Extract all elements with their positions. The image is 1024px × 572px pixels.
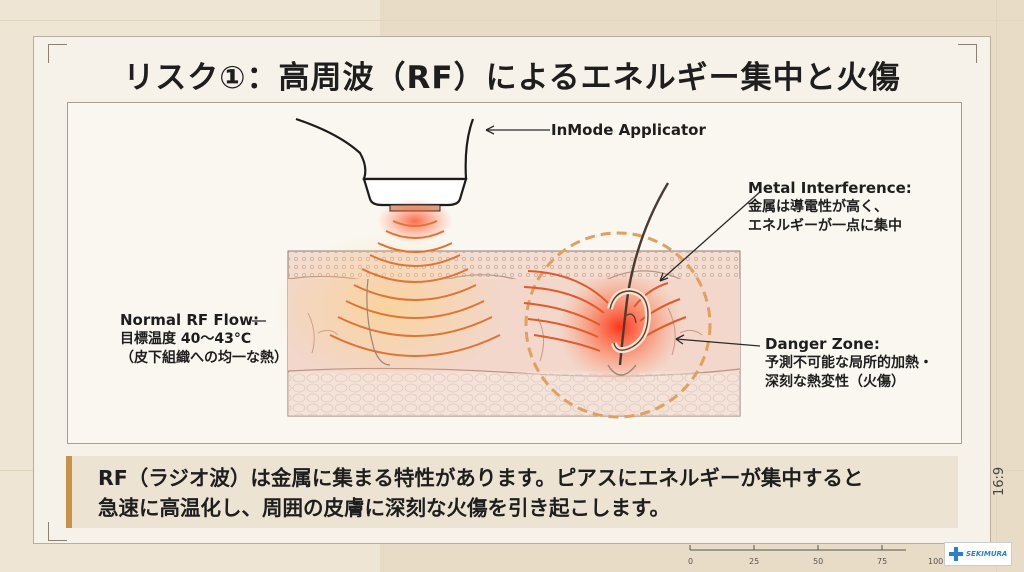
- ruler-tick-label: 25: [749, 557, 760, 566]
- heat-concentration: [558, 271, 682, 383]
- ruler-tick-label: 50: [813, 557, 824, 566]
- ruler-tick-label: 75: [877, 557, 888, 566]
- rf-waves-converging: [523, 270, 687, 352]
- label-normal-rf-flow: Normal RF Flow: 目標温度 40〜43°C （皮下組織への均一な熱…: [120, 311, 288, 366]
- label-metal-interference: Metal Interference: 金属は導電性が高く、 エネルギーが一点に…: [748, 179, 912, 234]
- scale-ruler: [689, 545, 906, 551]
- label-danger-zone: Danger Zone: 予測不可能な局所的加熱・ 深刻な熱変性（火傷）: [765, 335, 933, 390]
- applicator-device: [295, 117, 475, 243]
- rf-waves-normal: [329, 220, 501, 357]
- leader-lines: [252, 125, 762, 347]
- ruler-tick-label: 0: [688, 557, 694, 566]
- label-applicator: InMode Applicator: [551, 121, 706, 139]
- danger-zone-circle: [524, 231, 712, 419]
- callout-box: RF（ラジオ波）は金属に集まる特性があります。ピアスにエネルギーが集中すると 急…: [66, 456, 958, 528]
- normal-flow-glow: [273, 233, 503, 383]
- aspect-ratio-label: 16:9: [992, 466, 1007, 496]
- rf-diagram: [252, 117, 762, 419]
- ruler-tick-label: 100: [928, 557, 944, 566]
- logo-cross-icon: [949, 547, 963, 561]
- page-title: リスク①：高周波（RF）によるエネルギー集中と火傷: [123, 60, 901, 96]
- corner-bracket: [48, 522, 67, 541]
- grid-line: [996, 0, 997, 572]
- diagram-panel: InMode Applicator Metal Interference: 金属…: [67, 102, 962, 444]
- grid-line: [0, 20, 1024, 21]
- callout-line-2: 急速に高温化し、周囲の皮膚に深刻な火傷を引き起こします。: [98, 496, 670, 520]
- corner-bracket: [48, 44, 67, 63]
- corner-bracket: [958, 44, 977, 63]
- callout-line-1: RF（ラジオ波）は金属に集まる特性があります。ピアスにエネルギーが集中すると: [98, 466, 864, 490]
- brand-logo: SEKIMURA: [944, 542, 1012, 566]
